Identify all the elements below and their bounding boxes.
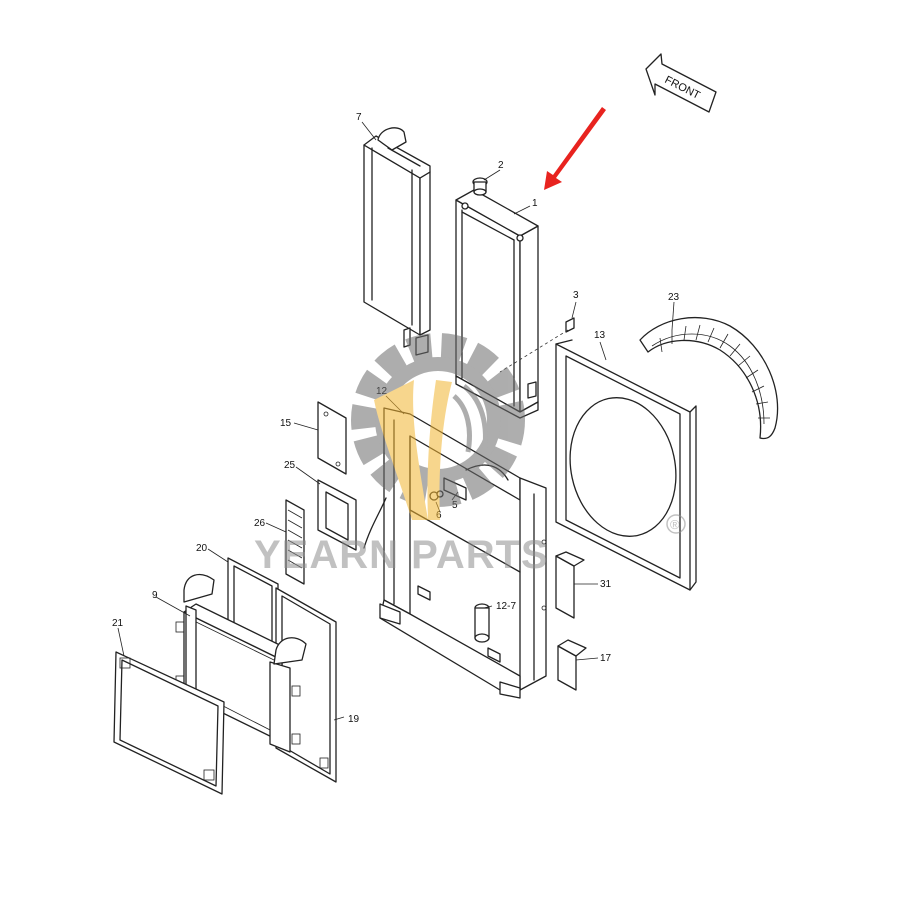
callout-13: 13 — [594, 330, 606, 341]
part-31-bracket — [555, 551, 585, 619]
front-direction-arrow: FRONT — [645, 53, 717, 113]
logo-accent-right — [427, 380, 452, 520]
part-3-clip — [565, 317, 575, 333]
part-17-bracket — [557, 639, 587, 691]
callout-17: 17 — [600, 653, 612, 664]
logo-accent-left — [374, 380, 428, 520]
part-15-plate — [317, 401, 347, 475]
callout-19: 19 — [348, 714, 360, 725]
registered-mark: ® — [670, 517, 680, 532]
callout-26: 26 — [254, 518, 266, 529]
callout-31: 31 — [600, 579, 612, 590]
part-21-screen — [113, 651, 225, 795]
brand-watermark: YEARN PARTS ® — [254, 333, 686, 577]
watermark-brand: YEARN PARTS — [254, 533, 549, 577]
red-pointer-arrow — [544, 107, 606, 190]
part-9-intercooler — [175, 573, 307, 753]
callout-labels: 7 2 1 3 23 13 12 15 25 5 6 26 20 9 31 12… — [112, 112, 680, 725]
hose-line — [363, 497, 387, 549]
part-2-radiator-cap — [472, 177, 488, 196]
callout-2: 2 — [498, 160, 504, 171]
callout-3: 3 — [573, 290, 579, 301]
callout-1: 1 — [532, 198, 538, 209]
part-7-oil-cooler — [363, 127, 431, 356]
red-arrow-shape — [544, 107, 606, 190]
callout-12-7: 12-7 — [496, 601, 516, 612]
part-13-fan-shroud — [555, 339, 697, 591]
part-23-fan-guard — [639, 316, 779, 440]
callout-23: 23 — [668, 292, 680, 303]
registered-circle — [666, 514, 686, 534]
part-25-bracket — [317, 479, 357, 551]
callout-9: 9 — [152, 590, 158, 601]
callout-21: 21 — [112, 618, 124, 629]
callout-25: 25 — [284, 460, 296, 471]
callout-5: 5 — [452, 500, 458, 511]
callout-7: 7 — [356, 112, 362, 123]
part-12-7-mount — [474, 603, 490, 643]
part-26-small-cooler — [285, 499, 305, 585]
callout-20: 20 — [196, 543, 208, 554]
gear-logo — [351, 333, 525, 520]
callout-15: 15 — [280, 418, 292, 429]
